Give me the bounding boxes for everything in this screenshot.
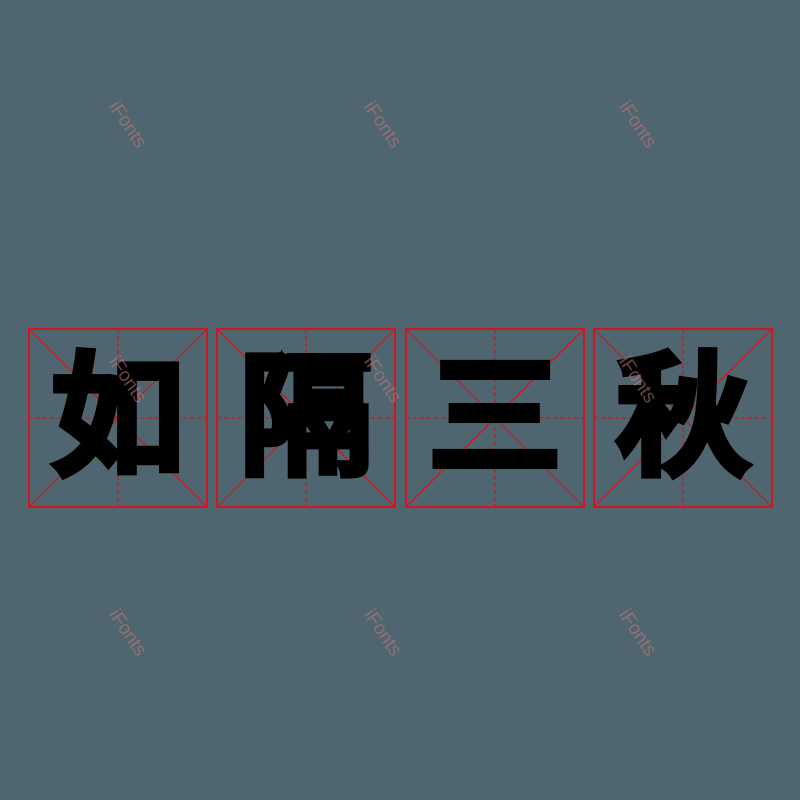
character-cell: 隔: [216, 328, 396, 508]
character-glyph: 隔: [237, 341, 375, 495]
character-glyph: 秋: [614, 341, 752, 495]
watermark-text: iFonts: [104, 605, 151, 661]
watermark-text: iFonts: [359, 97, 406, 153]
mi-grid-icon: [216, 328, 396, 508]
watermark-text: iFonts: [614, 97, 661, 153]
mi-grid-icon: [28, 328, 208, 508]
character-cell: 秋: [593, 328, 773, 508]
watermark-text: iFonts: [614, 605, 661, 661]
mi-grid-icon: [593, 328, 773, 508]
mi-grid-icon: [405, 328, 585, 508]
character-glyph: 如: [49, 341, 187, 495]
character-glyph: 三: [426, 341, 564, 495]
watermark-text: iFonts: [359, 605, 406, 661]
character-grid-row: 如 隔 三 秋: [28, 328, 773, 509]
character-cell: 如: [28, 328, 208, 508]
character-cell: 三: [405, 328, 585, 508]
watermark-text: iFonts: [104, 97, 151, 153]
